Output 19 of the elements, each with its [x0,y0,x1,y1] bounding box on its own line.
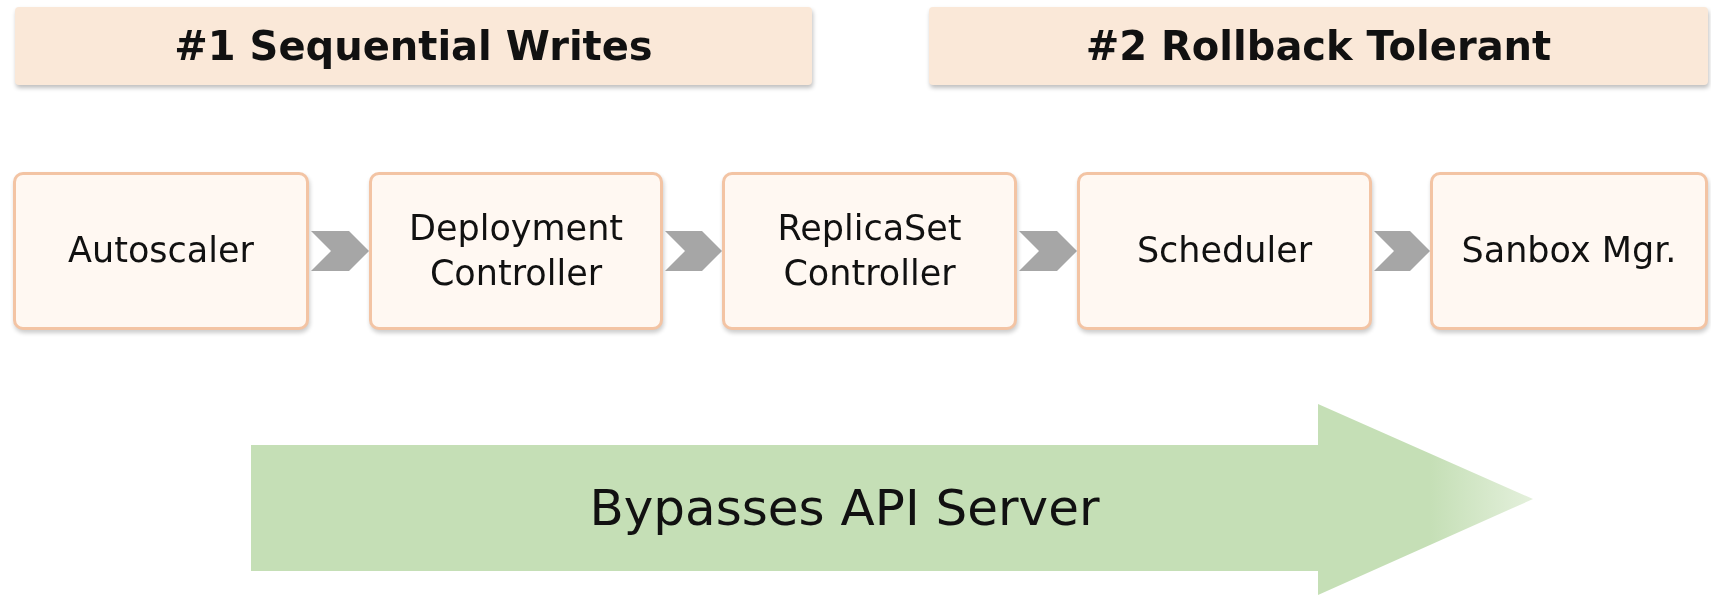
chevron-arrow [665,231,722,271]
process-box [13,172,309,330]
chevron-arrow [1019,231,1077,271]
heading-banner [929,7,1708,85]
box-label: ReplicaSet Controller [776,206,963,295]
process-box [1077,172,1372,330]
process-box [369,172,663,330]
process-box [722,172,1017,330]
box-label: Autoscaler [68,229,254,273]
chevron-arrow [311,231,369,271]
heading-banner [15,7,812,85]
chevron-arrow [1374,231,1430,271]
heading-text: #1 Sequential Writes [174,23,653,69]
box-label: Scheduler [1136,229,1313,273]
box-label: Sanbox Mgr. [1461,229,1677,273]
process-box [1430,172,1708,330]
heading-text: #2 Rollback Tolerant [1085,23,1552,69]
box-label: Deployment Controller [407,206,625,295]
arrow-label: Bypasses API Server [588,478,1101,539]
